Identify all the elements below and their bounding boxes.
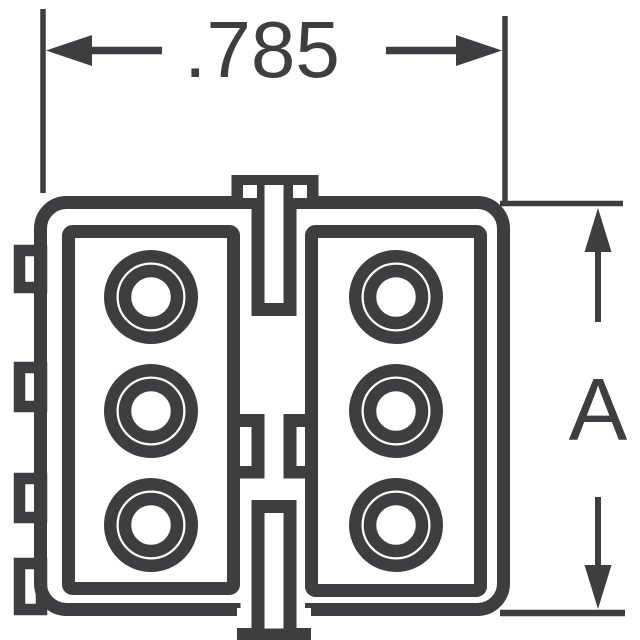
cavity-outer-ring	[349, 478, 443, 572]
cavity-outer-ring	[349, 250, 443, 344]
side-tab-2	[13, 361, 48, 413]
waist-step-bar	[292, 414, 317, 427]
cavity-inner-ring	[363, 492, 429, 558]
center-channel-open-segments	[237, 185, 311, 629]
vertical-dimension: A	[500, 200, 628, 617]
left-cavity-outline	[62, 225, 240, 595]
bottom-polarization-tab	[237, 628, 311, 640]
cavity-inner-ring	[118, 492, 184, 558]
waist-wall	[283, 414, 297, 479]
arrowhead-left-icon	[46, 35, 92, 66]
waist-step-bar	[228, 466, 253, 479]
cavity-inner-ring	[363, 264, 429, 330]
waist-slot	[264, 414, 284, 479]
cavity-outer-ring	[349, 364, 443, 458]
cavity-circle-r3c1	[104, 478, 198, 572]
keyway-end-cap	[251, 500, 297, 513]
keyway-wall	[283, 209, 297, 316]
waist-step-bar	[292, 466, 317, 479]
connector-body	[13, 175, 510, 640]
horizontal-dimension: .785	[40, 5, 508, 205]
waist-step-bar	[228, 414, 253, 427]
keyway-wall	[283, 513, 297, 629]
tab-notch	[296, 608, 311, 628]
cavity-outer-ring	[104, 478, 198, 572]
width-dimension-label: .785	[184, 5, 340, 94]
right-cavity-outline	[305, 225, 487, 597]
keyway-slot	[264, 513, 284, 629]
keyway-end-cap	[251, 303, 297, 316]
keyway-wall	[251, 209, 265, 316]
tab-notch	[237, 608, 252, 628]
waist-notch	[240, 427, 252, 460]
keyway-slot	[264, 185, 284, 303]
channel-gap	[296, 209, 305, 414]
channel-opening	[240, 478, 305, 500]
cavity-circle-r2c1	[104, 364, 198, 458]
keyway-wall	[251, 513, 265, 629]
cavity-circle-r1c2	[349, 250, 443, 344]
waist-notch	[296, 427, 305, 460]
channel-gap	[240, 209, 252, 414]
tab-notch	[293, 185, 307, 198]
cavity-inner-ring	[363, 378, 429, 444]
side-tab-4	[13, 557, 48, 616]
cavity-circle-r2c2	[349, 364, 443, 458]
cavity-inner-ring	[118, 378, 184, 444]
cavity-circle-r1c1	[104, 250, 198, 344]
waist-wall	[251, 414, 265, 479]
arrowhead-down-icon	[584, 565, 612, 609]
channel-gap	[296, 478, 305, 628]
tab-notch	[243, 185, 257, 198]
cavity-outer-ring	[104, 250, 198, 344]
cavity-inner-ring	[118, 264, 184, 330]
channel-opening	[240, 316, 305, 414]
channel-gap	[240, 478, 252, 628]
side-tab-3	[13, 472, 48, 524]
side-tab-1	[13, 244, 48, 294]
cavity-outer-ring	[104, 364, 198, 458]
center-channel	[228, 175, 319, 640]
arrowhead-up-icon	[584, 208, 612, 252]
cavity-circle-r3c2	[349, 478, 443, 572]
height-dimension-label: A	[569, 360, 628, 459]
arrowhead-right-icon	[456, 35, 502, 66]
